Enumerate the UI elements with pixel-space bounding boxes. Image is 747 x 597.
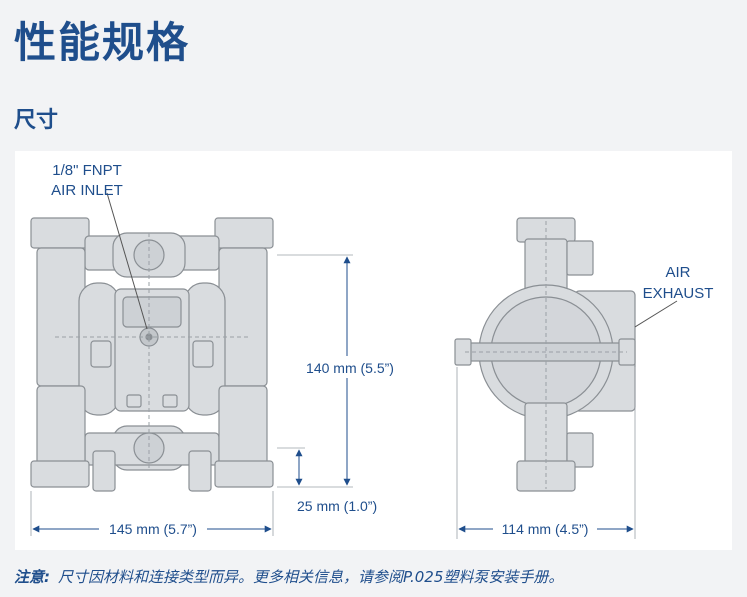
exhaust-label-line1: AIR (665, 264, 690, 281)
width-dimension-label: 145 mm (5.7”) (109, 521, 197, 537)
front-extension-lines (30, 254, 353, 536)
page-title: 性能规格 (14, 18, 191, 67)
inlet-label-line1: 1/8" FNPT (52, 162, 122, 179)
note-text: 尺寸因材料和连接类型而异。更多相关信息，请参阅P.025塑料泵安装手册。 (58, 568, 564, 586)
note-label: 注意: (14, 568, 50, 586)
exhaust-label-line2: EXHAUST (643, 285, 714, 302)
side-width-dimension-label: 114 mm (4.5”) (502, 521, 589, 537)
base-dimension-label: 25 mm (1.0”) (297, 498, 377, 514)
exhaust-leader (634, 300, 678, 328)
inlet-leader (106, 192, 148, 330)
side-extension-lines (456, 367, 636, 539)
section-title: 尺寸 (14, 108, 59, 133)
side-view-pump (454, 217, 636, 492)
front-centerlines (55, 233, 250, 471)
inlet-label-line2: AIR INLET (51, 182, 123, 199)
dimension-drawing: 1/8" FNPT AIR INLET 140 mm (5.5”) 25 mm … (15, 151, 732, 550)
footnote: 注意: 尺寸因材料和连接类型而异。更多相关信息，请参阅P.025塑料泵安装手册。 (14, 566, 563, 587)
side-centerlines (465, 221, 627, 489)
height-dimension-label: 140 mm (5.5”) (306, 360, 394, 376)
front-view-pump (30, 217, 274, 492)
pump-drawing-svg: 1/8" FNPT AIR INLET 140 mm (5.5”) 25 mm … (30, 162, 714, 539)
